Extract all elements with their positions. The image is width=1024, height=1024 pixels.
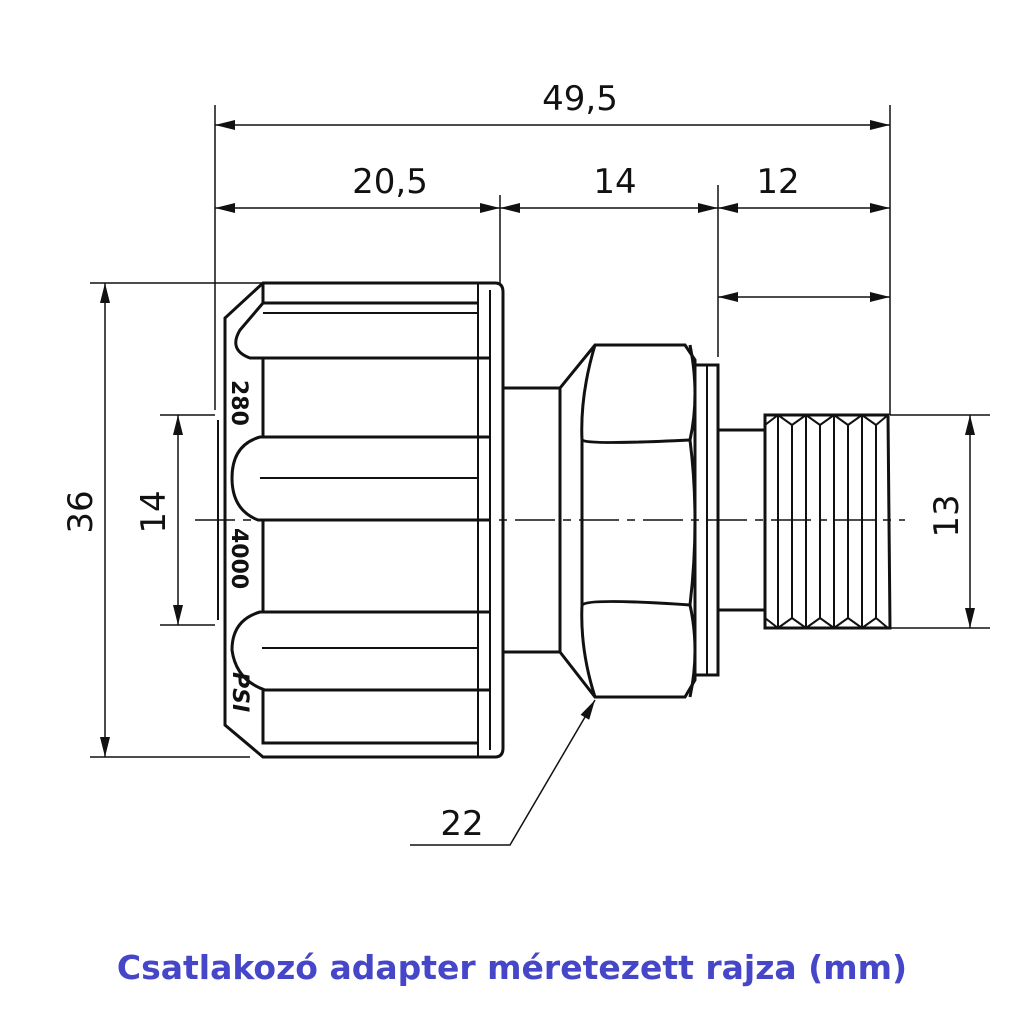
dim-hex-size: 22	[440, 804, 483, 844]
caption-title: Csatlakozó adapter méretezett rajza (mm)	[116, 948, 908, 987]
dim-overall-length: 49,5	[542, 79, 618, 119]
threaded-stub	[716, 413, 892, 630]
dim-thread-length: 12	[756, 162, 799, 202]
dim-inlet-diameter: 14	[134, 490, 174, 533]
dim-thread-diameter: 13	[927, 494, 967, 537]
marking-280: 280	[226, 380, 251, 426]
marking-psi: PSI	[227, 672, 252, 712]
dim-hex-length: 14	[593, 162, 636, 202]
marking-4000: 4000	[226, 528, 251, 589]
dim-nut-length: 20,5	[352, 162, 428, 202]
knurled-nut	[217, 281, 505, 759]
neck	[503, 386, 560, 654]
hex-body	[558, 343, 697, 699]
extension-lines	[90, 105, 990, 758]
dim-nut-diameter: 36	[61, 490, 101, 533]
dimension-lines	[100, 120, 975, 846]
